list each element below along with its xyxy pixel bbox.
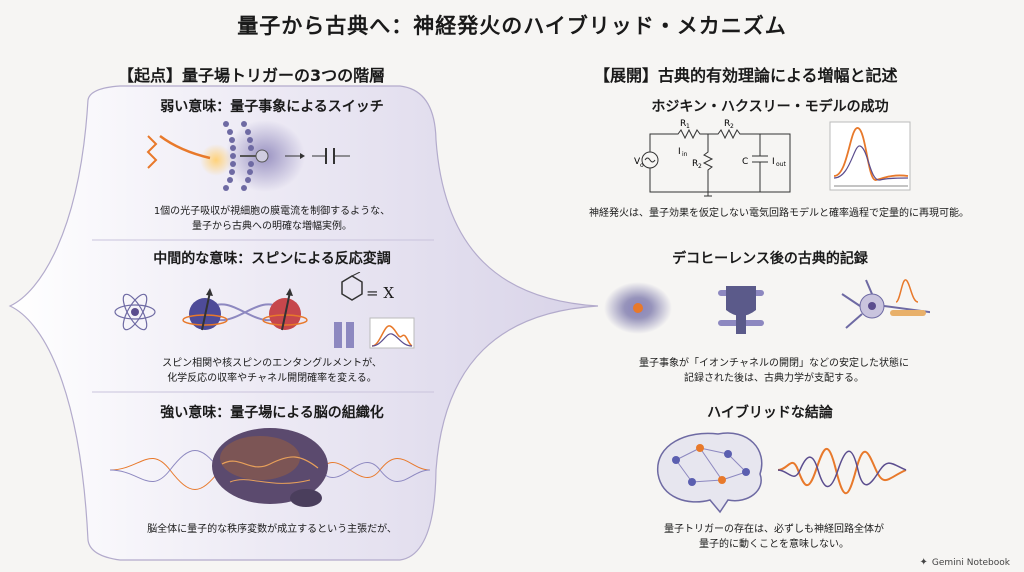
v-sub: o [640,162,644,169]
hybrid-title: ハイブリッドな結論 [707,405,833,421]
spin-entanglement-icon [114,288,308,331]
footer-brand-label: Gemini Notebook [931,557,1010,568]
iin-sub: in [682,151,688,158]
strong-title: 強い意味：量子場による脳の組織化 [160,405,384,421]
benzene-molecule-icon [341,272,363,301]
r1-sub: 1 [686,123,690,130]
strong-caption-line1: 脳全体に量子的な秩序変数が成立するという主張だが、 [147,524,397,535]
middle-caption-line1: スピン相関や核スピンのエンタングルメントが、 [162,358,382,369]
weak-caption-line1: 1個の光子吸収が視細胞の膜電流を制御するような、 [153,206,391,217]
decoherence-caption-line2: 記録された後は、古典力学が支配する。 [684,373,864,384]
decoherence-caption: 量子事象が「イオンチャネルの開閉」などの安定した状態に 記録された後は、古典力学… [594,356,954,386]
right-heading: 【展開】古典的有効理論による増幅と記述 [594,66,898,85]
decoherence-icons [604,279,930,334]
circuit-diagram: V o R 1 R 2 I in R 2 C I out [634,119,791,197]
action-potential-plot [829,121,911,191]
left-heading: 【起点】量子場トリガーの3つの階層 [118,66,386,85]
middle-caption-line2: 化学反応の収率やチャネル開閉確率を変える。 [167,373,377,384]
r1-label: R [680,119,686,129]
hh-title: ホジキン・ハクスリー・モデルの成功 [651,99,889,115]
photoreceptor-icon [146,120,350,192]
page-title: 量子から古典へ：神経発火のハイブリッド・メカニズム [237,14,787,38]
r2-label: R [724,119,730,129]
hybrid-caption: 量子トリガーの存在は、必ずしも神経回路全体が 量子的に動くことを意味しない。 [594,522,954,552]
weak-caption: 1個の光子吸収が視細胞の膜電流を制御するような、 量子から古典への明確な増幅実例… [112,204,432,234]
hybrid-caption-line2: 量子的に動くことを意味しない。 [699,539,849,550]
hh-caption: 神経発火は、量子効果を仮定しない電気回路モデルと確率過程で定量的に再現可能。 [589,208,969,219]
r2b-label: R [692,159,698,169]
footer-brand: ✦ Gemini Notebook [920,557,1010,568]
r2-sub: 2 [730,123,734,130]
brain-field-icon [110,428,430,507]
v-label: V [634,157,641,167]
iout-sub: out [776,161,786,168]
gemini-sparkle-icon: ✦ [919,557,928,568]
decoherence-caption-line1: 量子事象が「イオンチャネルの開閉」などの安定した状態に [639,358,909,369]
hybrid-brain-wave-icon [657,432,907,514]
formula-label: = X [366,284,395,302]
weak-title: 弱い意味：量子事象によるスイッチ [160,99,384,115]
hybrid-caption-line1: 量子トリガーの存在は、必ずしも神経回路全体が [664,524,884,535]
middle-caption: スピン相関や核スピンのエンタングルメントが、 化学反応の収率やチャネル開閉確率を… [112,356,432,386]
weak-caption-line2: 量子から古典への明確な増幅実例。 [192,221,352,232]
middle-title: 中間的な意味：スピンによる反応変調 [153,251,391,267]
c-label: C [742,157,748,167]
decoherence-title: デコヒーレンス後の古典的記録 [672,251,868,267]
strong-caption: 脳全体に量子的な秩序変数が成立するという主張だが、 [112,522,432,537]
r2b-sub: 2 [698,163,702,170]
iout-label: I [772,157,775,167]
iin-label: I [678,147,681,157]
channel-yield-icon [334,317,415,349]
